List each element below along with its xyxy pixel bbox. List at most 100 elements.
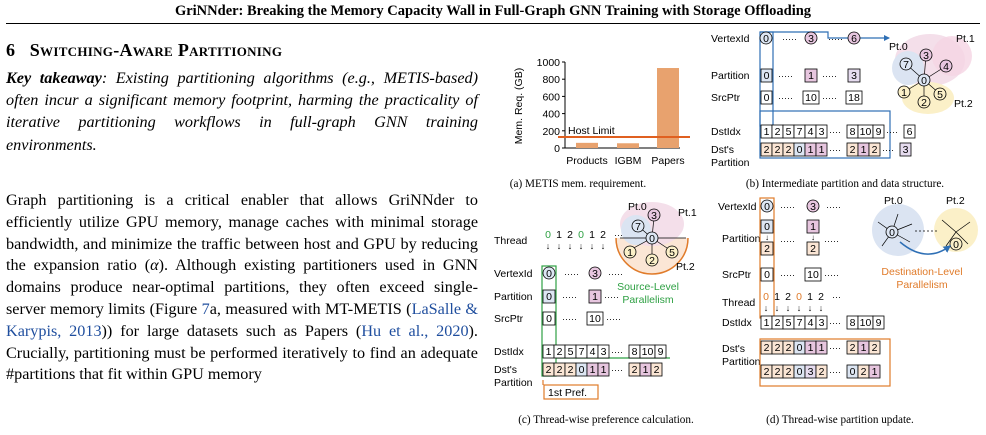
d-dstp1-value: 2	[872, 342, 878, 354]
d-label-vertexid: VertexId	[718, 201, 757, 213]
d-dstp2-value: 2	[861, 366, 867, 378]
b-dstp-value: 1	[819, 144, 825, 156]
d-label-dstpart: Partition	[722, 356, 761, 368]
c-dst-value: 9	[658, 346, 664, 358]
b-pt2: Pt.2	[954, 98, 973, 110]
b-graph: 0 7 3 4 1 5 2 Pt.0 Pt.1 Pt.2	[889, 33, 975, 114]
c-label-dstpart: Partition	[494, 377, 533, 389]
takeaway-label: Key takeaway	[6, 69, 102, 87]
c-node-2: 2	[649, 255, 655, 267]
c-vid-0: 0	[546, 268, 552, 280]
d-thread-row: 0↓1↓2↓0↓1↓2↓···	[763, 291, 841, 313]
b-dstp-cell	[815, 142, 828, 157]
svg-text:·····: ·····	[780, 236, 795, 246]
d-dest-level: Destination-Level	[881, 266, 962, 278]
c-graph: 0 7 3 1 5 2 Pt.0 Pt.1 Pt.2 Source-Level …	[615, 201, 697, 306]
b-dstp-value: 1	[808, 144, 814, 156]
b-dst-value: 4	[808, 126, 814, 138]
d-dstp1-value: 2	[786, 342, 792, 354]
body-text-5: ). Crucially, partitioning must be perfo…	[6, 321, 478, 384]
c-dst-ellipsis: ····	[611, 347, 623, 357]
d-label-partition: Partition	[722, 233, 761, 245]
d-thread-arrow: ↓	[786, 303, 791, 313]
c-pt0: Pt.0	[628, 201, 647, 213]
c-dst-cell	[597, 344, 610, 359]
d-part-new-1: 2	[810, 243, 816, 255]
c-thread-arrow: ↓	[557, 241, 562, 251]
d-dst-cell	[815, 315, 828, 330]
c-node-0: 0	[649, 233, 655, 245]
svg-text:·····: ·····	[606, 314, 621, 324]
d-dst-value: 7	[797, 317, 803, 329]
b-dst-ellipsis: ····	[886, 127, 898, 137]
b-dst-value: 8	[850, 126, 856, 138]
svg-text:·····: ·····	[822, 93, 837, 103]
c-dst-value: 5	[568, 346, 574, 358]
chart-ytick-label: 200	[542, 126, 560, 138]
c-dst-value: 8	[632, 346, 638, 358]
b-node-5: 5	[937, 89, 943, 101]
b-label-dstidx: DstIdx	[711, 126, 742, 138]
svg-text:·····: ·····	[564, 269, 579, 279]
d-graph: 0 0 Pt.0 Pt.2 Destination-Level Parallel…	[872, 195, 978, 291]
section-title: Switching-Aware Partitioning	[29, 40, 283, 60]
b-label-vertexid: VertexId	[711, 33, 750, 45]
d-thread-id: 1	[774, 291, 780, 303]
b-dst-value: 1	[764, 126, 770, 138]
c-thread-id: 0	[545, 229, 551, 241]
c-dstp-cell	[650, 362, 663, 377]
c-pt1: Pt.1	[678, 207, 697, 219]
b-vid-6: 6	[851, 33, 857, 45]
body-text-2: ). Although existing partitioners used i…	[6, 256, 478, 318]
c-dst-value: 1	[546, 346, 552, 358]
figure-ref-link[interactable]: 7	[201, 299, 210, 318]
b-node-4: 4	[943, 61, 949, 73]
d-thread-arrow: ↓	[819, 303, 824, 313]
c-dstp-cell	[597, 362, 610, 377]
c-label-dstidx: DstIdx	[494, 346, 525, 358]
caption-c: (c) Thread-wise preference calculation.	[518, 414, 694, 426]
citation-lasalle[interactable]: LaSalle & Karypis, 2013	[6, 299, 479, 340]
b-vid-3: 3	[808, 33, 814, 45]
c-label-srcptr: SrcPtr	[494, 313, 524, 325]
b-dstp-value: 2	[872, 144, 878, 156]
d-dst-value: 3	[819, 317, 825, 329]
panel-d: VertexId Partition SrcPtr Thread DstIdx …	[718, 195, 978, 387]
b-dst-ellipsis: ····	[829, 127, 841, 137]
chart-category-label: Products	[566, 155, 607, 167]
d-node-right: 0	[953, 239, 959, 251]
b-vid-0: 0	[763, 33, 769, 45]
chart-category-label: IGBM	[615, 155, 642, 167]
c-thread-arrow: ↓	[546, 241, 551, 251]
b-part-1: 1	[808, 70, 814, 82]
svg-text:·····: ·····	[824, 270, 839, 280]
c-node-5: 5	[669, 247, 675, 259]
d-label-srcptr: SrcPtr	[722, 269, 752, 281]
b-dst-cell	[815, 124, 828, 139]
b-dst-value: 3	[819, 126, 825, 138]
c-pt2: Pt.2	[676, 261, 695, 273]
d-thread-arrow: ↓	[797, 303, 802, 313]
c-first-pref: 1st Pref.	[548, 387, 587, 399]
chart-ytick-label: 400	[542, 109, 560, 121]
b-node-7: 7	[903, 59, 909, 71]
d-part-old-0: 0	[764, 221, 770, 233]
d-dstp1-value: 0	[797, 342, 803, 354]
chart-ytick-label: 600	[542, 91, 560, 103]
d-label-dsts: Dst's	[722, 343, 745, 355]
d-dst-value: 5	[786, 317, 792, 329]
section-heading: 6 Switching-Aware Partitioning	[6, 40, 282, 61]
citation-hu[interactable]: Hu et al., 2020	[361, 321, 469, 340]
body-text-4: )) for large datasets such as Papers (	[101, 321, 362, 340]
chart-ytick-label: 0	[554, 143, 560, 155]
b-dstp-cell	[868, 142, 881, 157]
d-dstp1-value: 2	[850, 342, 856, 354]
c-thread-row: 0↓1↓2↓0↓1↓2↓···	[545, 229, 623, 251]
svg-text:·····: ·····	[824, 236, 839, 246]
